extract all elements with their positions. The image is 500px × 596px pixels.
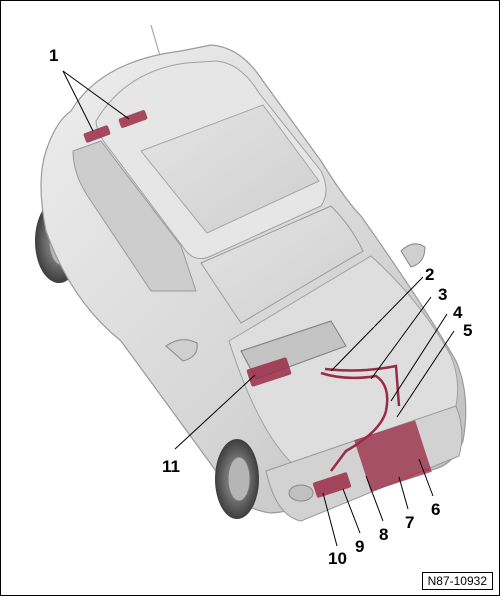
leader-5 <box>396 330 455 418</box>
bonnet <box>228 255 459 472</box>
leader-lines <box>62 70 455 547</box>
highlighted-components <box>83 110 432 498</box>
left-mirror <box>165 339 198 362</box>
callout-4: 4 <box>453 303 463 322</box>
component-1a <box>83 125 111 143</box>
leader-4 <box>390 313 448 402</box>
callout-1: 1 <box>49 46 58 65</box>
component-9 <box>312 472 352 498</box>
windscreen <box>200 205 364 324</box>
callout-5: 5 <box>463 321 472 340</box>
callout-10: 10 <box>328 549 347 568</box>
component-11 <box>246 357 292 387</box>
leader-7 <box>398 476 409 510</box>
side-window <box>72 140 197 292</box>
leader-9 <box>342 488 361 534</box>
leader-10 <box>322 492 338 547</box>
component-1b <box>118 110 148 128</box>
callout-11: 11 <box>162 457 180 476</box>
reference-code: N87-10932 <box>421 572 493 590</box>
leader-6 <box>418 458 434 497</box>
callout-7: 7 <box>405 513 414 532</box>
callout-2: 2 <box>425 265 434 284</box>
component-7-radiator <box>354 420 432 492</box>
front-wheel-hub <box>227 456 251 502</box>
leader-1b <box>62 70 130 120</box>
leader-2 <box>330 276 424 372</box>
fog-light <box>288 484 314 502</box>
callout-3: 3 <box>438 285 447 304</box>
right-mirror <box>400 243 426 268</box>
callout-9: 9 <box>355 537 364 556</box>
sunroof <box>140 104 320 234</box>
leader-3 <box>370 296 432 380</box>
refrigerant-lines <box>320 364 401 472</box>
callout-8: 8 <box>379 525 388 544</box>
leader-11 <box>174 374 256 450</box>
leader-8 <box>365 475 384 522</box>
leader-1a <box>62 70 94 132</box>
callout-6: 6 <box>431 500 440 519</box>
